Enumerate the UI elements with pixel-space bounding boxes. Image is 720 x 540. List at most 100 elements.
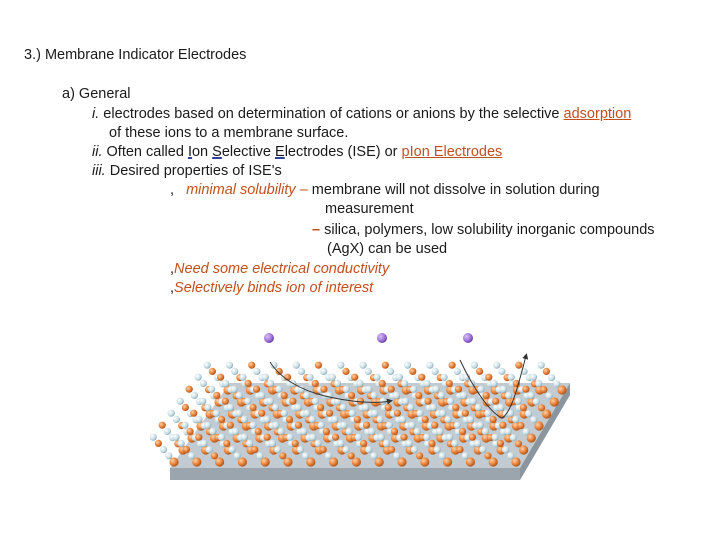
chain-bead <box>505 391 513 399</box>
chain-bead <box>296 446 304 454</box>
chain-bead <box>205 446 213 454</box>
chain-bead <box>225 361 234 369</box>
chain-bead <box>482 391 490 399</box>
chain-bead <box>249 403 257 411</box>
electrodes-initial: E <box>275 144 285 160</box>
chain-bead <box>256 452 264 460</box>
chain-bead <box>249 421 257 429</box>
chain-bead <box>424 397 432 405</box>
chain-bead <box>506 409 515 417</box>
chain-bead <box>499 385 507 393</box>
chain-bead <box>203 361 211 369</box>
chain-bead <box>514 440 523 448</box>
chain-bead <box>549 397 559 407</box>
chain-bead <box>534 421 544 431</box>
ion-icon <box>463 333 473 343</box>
chain-bead <box>438 452 446 460</box>
chain-bead <box>263 415 271 423</box>
chain-bead <box>181 403 189 411</box>
chain-bead <box>300 427 308 435</box>
chain-bead <box>160 446 168 454</box>
chain-bead <box>324 452 332 460</box>
chain-bead <box>235 409 243 417</box>
chain-bead <box>213 391 221 399</box>
chain-bead <box>428 439 436 447</box>
item-i-number: i. <box>92 106 100 122</box>
chain-bead <box>209 427 217 435</box>
pion-electrodes-link[interactable]: pIon Electrodes <box>401 144 503 160</box>
chain-bead <box>215 457 225 467</box>
chain-bead <box>266 397 274 405</box>
chain-bead <box>185 385 193 393</box>
chain-bead <box>274 446 282 454</box>
chain-bead <box>542 409 552 419</box>
chain-bead <box>261 373 269 381</box>
item-iii-number: iii. <box>92 163 106 179</box>
chain-bead <box>283 457 293 467</box>
ion-trajectory <box>269 353 529 419</box>
chain-bead <box>476 421 484 429</box>
chain-bead <box>507 452 515 460</box>
chain-bead <box>199 379 207 387</box>
chain-bead <box>200 439 208 447</box>
chain-bead <box>545 392 553 400</box>
chain-bead <box>319 446 327 454</box>
chain-bead <box>443 457 453 467</box>
chain-bead <box>447 397 455 405</box>
chain-bead <box>423 379 431 387</box>
chain-bead <box>251 446 259 454</box>
chain-bead <box>204 421 212 429</box>
chain-bead <box>188 452 196 460</box>
chain-bead <box>218 433 226 441</box>
chain-bead <box>548 374 556 382</box>
chain-bead <box>445 379 453 387</box>
chain-bead <box>342 367 350 375</box>
chain-bead <box>515 361 523 369</box>
chain-bead <box>354 433 362 441</box>
item-i: i. electrodes based on determination of … <box>92 105 631 123</box>
chain-bead <box>208 385 216 393</box>
chain-bead <box>474 403 482 411</box>
chain-bead <box>303 391 311 399</box>
chain-bead <box>266 379 275 387</box>
chain-bead <box>272 421 280 429</box>
chain-bead <box>395 373 403 381</box>
selective-initial: S <box>212 144 222 160</box>
chain-bead <box>235 391 243 399</box>
sub-bullet-dash: – <box>312 222 321 238</box>
chain-bead <box>190 409 198 417</box>
chain-bead <box>519 403 527 411</box>
chain-bead <box>363 421 371 429</box>
sub-bullet-continuation: (AgX) can be used <box>327 241 448 257</box>
chain-bead <box>364 367 372 375</box>
chain-bead <box>490 379 498 387</box>
chain-bead <box>393 409 401 417</box>
chain-bead <box>199 397 207 405</box>
chain-bead <box>509 434 517 442</box>
chain-bead <box>492 397 500 405</box>
chain-bead <box>388 446 396 454</box>
chain-bead <box>230 385 238 393</box>
chain-bead <box>212 409 220 417</box>
ion-path-2 <box>459 353 529 419</box>
chain-bead <box>453 367 461 375</box>
chain-bead <box>326 409 334 417</box>
chain-bead <box>275 385 283 393</box>
chain-bead <box>374 457 384 467</box>
chain-bead <box>347 391 356 399</box>
chain-bead <box>253 367 261 375</box>
chain-bead <box>426 361 434 369</box>
chain-bead <box>277 427 285 435</box>
chain-bead <box>499 421 507 429</box>
chain-bead <box>221 397 229 405</box>
adsorption-link[interactable]: adsorption <box>563 106 632 122</box>
chain-bead <box>497 403 505 411</box>
chain-bead <box>423 433 431 441</box>
chain-bead <box>154 439 162 447</box>
chain-bead <box>525 410 533 418</box>
chain-bead <box>150 433 157 441</box>
chain-bead <box>382 439 390 447</box>
chain-bead <box>351 457 361 467</box>
chain-bead <box>314 361 323 369</box>
chain-bead <box>158 421 166 429</box>
